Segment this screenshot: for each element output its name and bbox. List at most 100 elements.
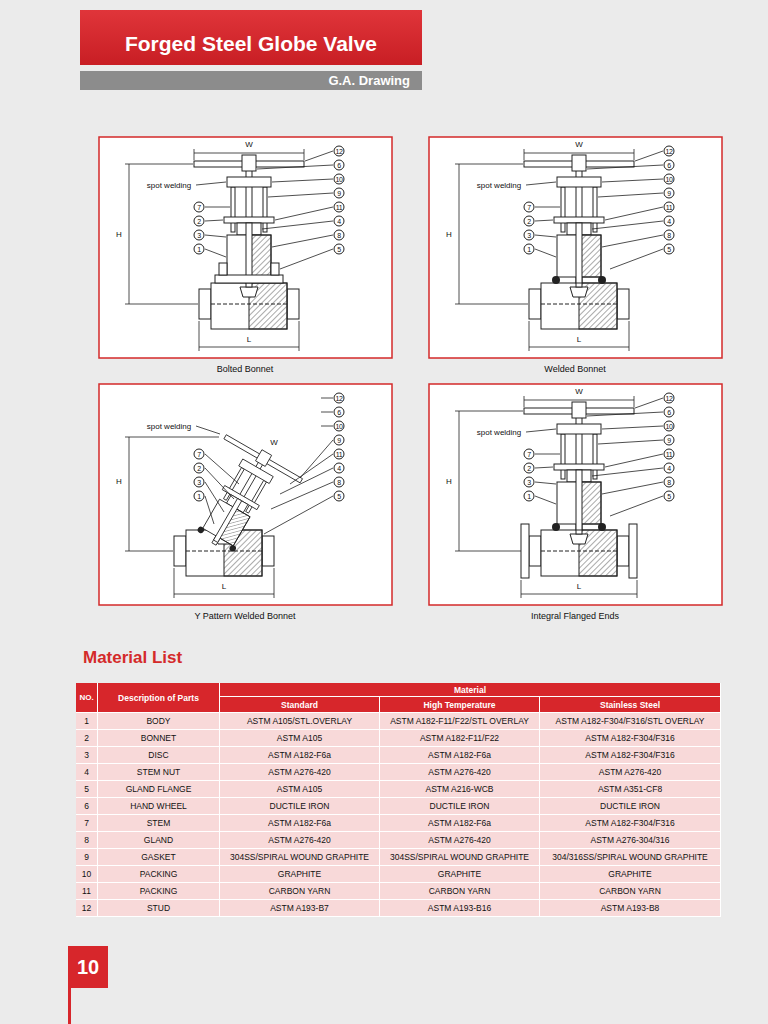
- callout-number: 11: [334, 202, 345, 213]
- note-label: spot welding: [477, 428, 521, 437]
- cell-text: 304SS/SPIRAL WOUND GRAPHITE: [390, 852, 529, 862]
- use-shape: [199, 321, 299, 351]
- callout-number: 12: [664, 393, 675, 404]
- table-cell: BONNET: [98, 730, 220, 747]
- callout-number: 3: [194, 477, 205, 488]
- view-caption: Y Pattern Welded Bonnet: [194, 611, 295, 621]
- cell-text: 4: [84, 767, 89, 777]
- cell-text: ASTM A105: [277, 733, 322, 743]
- g-shape: [521, 524, 637, 578]
- table-cell: 2: [76, 730, 98, 747]
- dimension-label: W: [245, 140, 253, 149]
- callout-number: 4: [334, 216, 345, 227]
- table-cell: ASTM A351-CF8: [540, 781, 721, 798]
- line-shape: [125, 437, 219, 438]
- cell-text: ASTM A193-B7: [270, 903, 329, 913]
- callout-number: 4: [334, 463, 345, 474]
- line-shape: [271, 482, 333, 509]
- line-shape: [321, 412, 333, 413]
- callout-number: 2: [524, 216, 535, 227]
- table-cell: ASTM A182-F304/F316: [540, 815, 721, 832]
- callout-number: 7: [194, 202, 205, 213]
- line-shape: [205, 496, 214, 524]
- table-cell: ASTM A182-F6a: [220, 815, 380, 832]
- table-cell: NO.: [76, 683, 98, 713]
- cell-text: 304/316SS/SPIRAL WOUND GRAPHITE: [552, 852, 708, 862]
- table-cell: Standard: [220, 697, 380, 713]
- callout-number: 11: [334, 449, 345, 460]
- table-cell: 8: [76, 832, 98, 849]
- cell-text: STUD: [147, 903, 170, 913]
- cell-text: HAND WHEEL: [130, 801, 187, 811]
- g-shape: [174, 431, 305, 576]
- table-cell: 1: [76, 713, 98, 730]
- cell-text: DISC: [148, 750, 168, 760]
- callout-number: 5: [664, 244, 675, 255]
- table-cell: GLAND: [98, 832, 220, 849]
- callout-number: 2: [194, 463, 205, 474]
- callout-number: 7: [194, 449, 205, 460]
- table-cell: ASTM A182-F6a: [380, 815, 540, 832]
- callout-number: 6: [664, 407, 675, 418]
- callout-number: 8: [664, 230, 675, 241]
- cell-text: NO.: [79, 693, 93, 702]
- cell-text: Material: [454, 685, 486, 695]
- note-label: spot welding: [147, 181, 191, 190]
- line-shape: [264, 496, 333, 534]
- cell-text: ASTM A276-420: [268, 835, 330, 845]
- cell-text: DUCTILE IRON: [600, 801, 660, 811]
- callout-number: 6: [664, 160, 675, 171]
- cell-text: 6: [84, 801, 89, 811]
- line-shape: [521, 580, 522, 598]
- rect-shape: [99, 384, 392, 605]
- cell-text: ASTM A276-420: [268, 767, 330, 777]
- use-shape: [199, 283, 299, 329]
- table-cell: ASTM A182-F6a: [220, 747, 380, 764]
- table-cell: DUCTILE IRON: [220, 798, 380, 815]
- note-label: spot welding: [477, 181, 521, 190]
- cell-text: ASTM A276-420: [428, 835, 490, 845]
- table-cell: High Temperature: [380, 697, 540, 713]
- line-shape: [290, 454, 333, 484]
- dimension-label: L: [247, 335, 251, 344]
- view-caption: Bolted Bonnet: [217, 364, 274, 374]
- use-shape: [196, 526, 237, 553]
- dimension-label: H: [116, 477, 122, 486]
- cell-text: DUCTILE IRON: [430, 801, 490, 811]
- rect-shape: [521, 524, 529, 578]
- callout-number: 6: [334, 407, 345, 418]
- callout-number: 7: [524, 449, 535, 460]
- cell-text: BONNET: [141, 733, 176, 743]
- table-cell: ASTM A276-420: [220, 764, 380, 781]
- table-cell: BODY: [98, 713, 220, 730]
- cell-text: ASTM A182-F11/F22: [420, 733, 499, 743]
- cell-text: 5: [84, 784, 89, 794]
- callout-number: 1: [194, 244, 205, 255]
- use-shape: [529, 283, 629, 329]
- callout-number: 10: [334, 174, 345, 185]
- callout-number: 1: [524, 491, 535, 502]
- table-cell: 304SS/SPIRAL WOUND GRAPHITE: [220, 849, 380, 866]
- dimension-label: W: [270, 438, 278, 447]
- use-shape: [215, 263, 283, 283]
- cell-text: ASTM A105/STL.OVERLAY: [247, 716, 352, 726]
- use-shape: [529, 321, 629, 351]
- use-shape: [176, 431, 305, 566]
- use-shape: [455, 149, 663, 304]
- title-band: Forged Steel Globe Valve: [80, 10, 422, 65]
- rect-shape: [629, 524, 637, 578]
- cell-text: 9: [84, 852, 89, 862]
- callout-number: 11: [664, 202, 675, 213]
- table-cell: PACKING: [98, 883, 220, 900]
- callout-number: 5: [334, 491, 345, 502]
- table-cell: GRAPHITE: [220, 866, 380, 883]
- line-shape: [174, 594, 274, 595]
- band-text: 10: [70, 956, 106, 979]
- callout-number: 7: [524, 202, 535, 213]
- callout-number: 12: [334, 393, 345, 404]
- cell-text: GLAND FLANGE: [126, 784, 192, 794]
- table-cell: 9: [76, 849, 98, 866]
- cell-text: 304SS/SPIRAL WOUND GRAPHITE: [230, 852, 369, 862]
- cell-text: STEM NUT: [137, 767, 180, 777]
- table-cell: ASTM A276-420: [220, 832, 380, 849]
